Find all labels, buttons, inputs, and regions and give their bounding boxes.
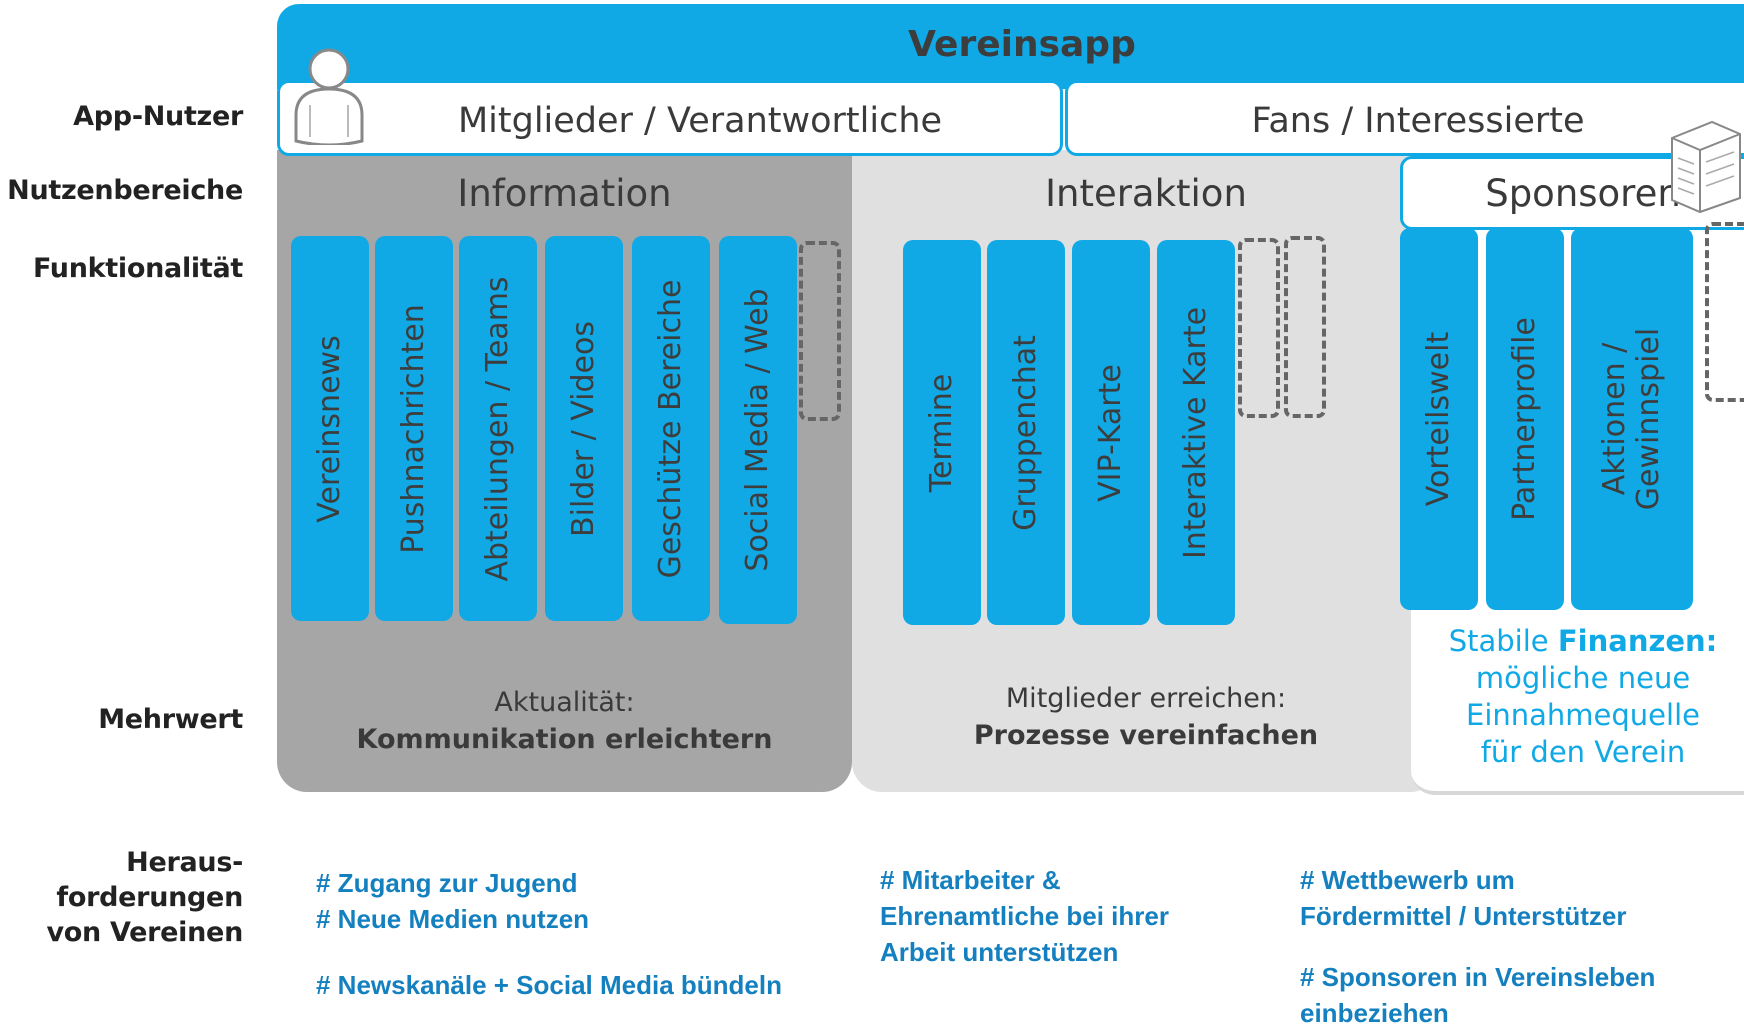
- challenge-information: # Zugang zur Jugend # Neue Medien nutzen…: [316, 865, 782, 1003]
- function-label: Pushnachrichten: [396, 303, 431, 554]
- function-vorteilswelt: Vorteilswelt: [1400, 228, 1478, 610]
- function-label-line: Aktionen /: [1597, 342, 1632, 496]
- function-geschuetze-bereiche: Geschütze Bereiche: [632, 236, 710, 621]
- value-line-first: Stabile Finanzen:: [1410, 623, 1744, 660]
- value-line: mögliche neue: [1475, 661, 1691, 695]
- function-vereinsnews: Vereinsnews: [291, 236, 369, 621]
- function-label-line: Gewinnspiel: [1631, 327, 1666, 511]
- function-gruppenchat: Gruppenchat: [987, 240, 1065, 625]
- function-label: Geschütze Bereiche: [653, 279, 688, 578]
- challenge-sponsoren: # Wettbewerb um Fördermittel / Unterstüt…: [1300, 862, 1655, 1031]
- area-title-sponsoren: Sponsoren: [1485, 172, 1681, 215]
- function-label: Social Media / Web: [740, 288, 775, 572]
- row-label-funktionalitaet: Funktionalität: [33, 253, 243, 284]
- challenge-line: # Zugang zur Jugend: [316, 868, 578, 898]
- function-label: Interaktive Karte: [1178, 306, 1213, 559]
- value-line: Aktualität:: [494, 687, 635, 718]
- placeholder-slot: [1238, 238, 1280, 418]
- function-label: Vereinsnews: [312, 334, 347, 523]
- row-label-nutzenbereiche: Nutzenbereiche: [7, 175, 243, 206]
- function-aktionen-gewinnspiel: Aktionen / Gewinnspiel: [1571, 228, 1693, 610]
- function-label: Gruppenchat: [1008, 334, 1043, 531]
- function-interaktive-karte: Interaktive Karte: [1157, 240, 1235, 625]
- function-termine: Termine: [903, 240, 981, 625]
- function-bilder-videos: Bilder / Videos: [545, 236, 623, 621]
- function-social-media-web: Social Media / Web: [719, 236, 797, 624]
- challenge-line: # Sponsoren in Vereinsleben: [1300, 962, 1656, 992]
- function-label: Termine: [924, 373, 959, 492]
- app-title: Vereinsapp: [908, 24, 1136, 65]
- value-finanzen: Finanzen:: [1557, 624, 1718, 658]
- title-bar: Vereinsapp: [277, 4, 1744, 89]
- value-stabile: Stabile: [1448, 624, 1558, 658]
- user-members-label: Mitglieder / Verantwortliche: [457, 101, 943, 141]
- function-label-multiline: Aktionen / Gewinnspiel: [1597, 327, 1666, 511]
- row-label-herausforderungen-2: forderungen: [56, 882, 243, 913]
- row-label-herausforderungen-1: Heraus-: [126, 847, 243, 878]
- row-label-herausforderungen-3: von Vereinen: [46, 917, 243, 948]
- value-line-bold: Kommunikation erleichtern: [356, 724, 773, 755]
- challenge-line: Arbeit unterstützen: [880, 937, 1119, 967]
- placeholder-slot: [1284, 236, 1326, 418]
- function-vip-karte: VIP-Karte: [1072, 240, 1150, 625]
- placeholder-slot: [1705, 222, 1744, 402]
- value-information: Aktualität: Kommunikation erleichtern: [277, 684, 852, 758]
- area-title-interaktion: Interaktion: [1045, 172, 1247, 215]
- function-partnerprofile: Partnerprofile: [1486, 228, 1564, 610]
- challenge-interaktion: # Mitarbeiter & Ehrenamtliche bei ihrer …: [880, 862, 1169, 970]
- user-box-fans: Fans / Interessierte: [1065, 80, 1744, 156]
- function-label: Bilder / Videos: [566, 320, 601, 537]
- challenge-line: Fördermittel / Unterstützer: [1300, 901, 1627, 931]
- area-title-information: Information: [457, 172, 672, 215]
- row-label-app-nutzer: App-Nutzer: [73, 101, 243, 132]
- challenge-line: # Mitarbeiter &: [880, 865, 1061, 895]
- value-line: Mitglieder erreichen:: [1005, 683, 1287, 714]
- value-interaktion: Mitglieder erreichen: Prozesse vereinfac…: [852, 680, 1440, 754]
- row-label-herausforderungen: Heraus- forderungen von Vereinen: [46, 845, 243, 950]
- building-icon: [1671, 120, 1741, 214]
- challenge-line: # Wettbewerb um: [1300, 865, 1515, 895]
- function-abteilungen-teams: Abteilungen / Teams: [459, 236, 537, 621]
- value-line: für den Verein: [1480, 735, 1686, 769]
- function-label: VIP-Karte: [1093, 363, 1128, 502]
- placeholder-slot: [799, 241, 841, 421]
- function-label: Abteilungen / Teams: [480, 275, 515, 582]
- user-icon: [294, 48, 364, 145]
- challenge-line: # Neue Medien nutzen: [316, 904, 590, 934]
- row-label-mehrwert: Mehrwert: [98, 704, 243, 735]
- function-label: Partnerprofile: [1507, 317, 1542, 521]
- challenge-line: einbeziehen: [1300, 998, 1449, 1028]
- challenge-line: # Newskanäle + Social Media bündeln: [316, 970, 782, 1000]
- value-sponsoren: Stabile Finanzen: mögliche neue Einnahme…: [1410, 623, 1744, 771]
- value-line: Einnahmequelle: [1466, 698, 1700, 732]
- challenge-line: Ehrenamtliche bei ihrer: [880, 901, 1169, 931]
- value-line-bold: Prozesse vereinfachen: [973, 720, 1319, 751]
- user-fans-label: Fans / Interessierte: [1251, 101, 1585, 141]
- user-box-members: Mitglieder / Verantwortliche: [277, 80, 1063, 156]
- function-pushnachrichten: Pushnachrichten: [375, 236, 453, 621]
- function-label: Vorteilswelt: [1421, 331, 1456, 507]
